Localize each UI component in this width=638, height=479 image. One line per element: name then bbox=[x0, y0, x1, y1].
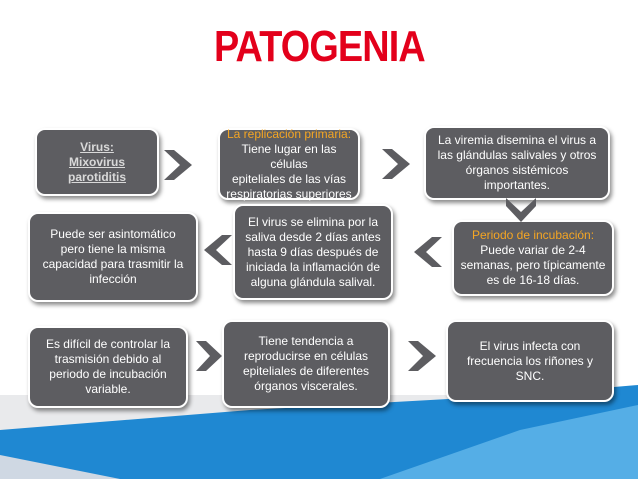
box-line: El virus infecta con bbox=[479, 338, 581, 353]
box-line: importantes. bbox=[483, 178, 551, 192]
box-line: órganos sistémicos bbox=[465, 163, 569, 177]
box-kidney-cns: El virus infecta con frecuencia los riño… bbox=[446, 320, 614, 402]
arrow-right-icon bbox=[382, 149, 410, 179]
box-difficult-control: Es difícil de controlar la trasmisión de… bbox=[28, 326, 188, 408]
box-line: semanas, pero típicamente bbox=[460, 258, 606, 272]
arrow-right-icon bbox=[196, 341, 222, 371]
box-heading: La replicación primaria: bbox=[226, 126, 352, 141]
box-line: hasta 9 días después de bbox=[247, 244, 379, 259]
box-line: frecuencia los riñones y bbox=[466, 353, 594, 368]
box-line: es de 16-18 días. bbox=[486, 273, 580, 287]
page-title: PATOGENIA bbox=[213, 22, 426, 71]
arrow-down-icon bbox=[506, 198, 536, 222]
box-visceral-tendency: Tiene tendencia a reproducirse en célula… bbox=[222, 320, 390, 408]
box-incubation-period: Periodo de incubación: Puede variar de 2… bbox=[452, 220, 614, 296]
arrow-right-icon bbox=[408, 341, 436, 371]
box-viremia: La viremia disemina el virus a las glánd… bbox=[424, 126, 610, 200]
box-line: SNC. bbox=[515, 368, 545, 383]
box-asymptomatic: Puede ser asintomático pero tiene la mis… bbox=[28, 212, 198, 302]
box-line: saliva desde 2 días antes bbox=[245, 229, 381, 244]
box-heading: Periodo de incubación: bbox=[471, 228, 595, 242]
box-line: parotiditis bbox=[67, 169, 126, 184]
box-line: trasmisión debido al bbox=[54, 352, 162, 366]
box-primary-replication: La replicación primaria: Tiene lugar en … bbox=[218, 126, 360, 201]
box-line: Virus: bbox=[80, 139, 114, 154]
box-line: Mixovirus bbox=[68, 154, 125, 169]
box-line: órganos viscerales. bbox=[254, 379, 358, 393]
box-line: respiratorias superiores bbox=[226, 186, 352, 201]
box-line: reproducirse en células bbox=[243, 349, 369, 363]
box-line: El virus se elimina por la bbox=[247, 214, 379, 229]
box-line: iniciada la inflamación de bbox=[245, 259, 381, 274]
box-line: Puede ser asintomático bbox=[50, 227, 176, 241]
box-line: pero tiene la misma bbox=[60, 242, 166, 256]
box-line: Tiene tendencia a bbox=[258, 334, 354, 348]
box-line: Tiene lugar en las células bbox=[241, 141, 337, 171]
box-line: las glándulas salivales y otros bbox=[437, 148, 597, 162]
box-line: infección bbox=[89, 272, 137, 286]
box-line: variable. bbox=[85, 382, 131, 396]
box-line: alguna glándula salival. bbox=[250, 274, 376, 289]
box-line: periodo de incubación bbox=[49, 367, 167, 381]
box-virus-type: Virus: Mixovirus parotiditis bbox=[35, 128, 159, 196]
box-line: epiteliales de diferentes bbox=[242, 364, 370, 378]
box-line: Es difícil de controlar la bbox=[45, 337, 171, 351]
box-line: Puede variar de 2-4 bbox=[480, 243, 586, 257]
box-saliva-shedding: El virus se elimina por la saliva desde … bbox=[233, 204, 393, 300]
box-line: La viremia disemina el virus a bbox=[437, 133, 597, 147]
arrow-left-icon bbox=[414, 237, 442, 267]
arrow-right-icon bbox=[164, 150, 192, 180]
box-line: epiteliales de las vías bbox=[231, 171, 347, 186]
box-line: capacidad para trasmitir la bbox=[42, 257, 184, 271]
arrow-left-icon bbox=[204, 235, 232, 265]
